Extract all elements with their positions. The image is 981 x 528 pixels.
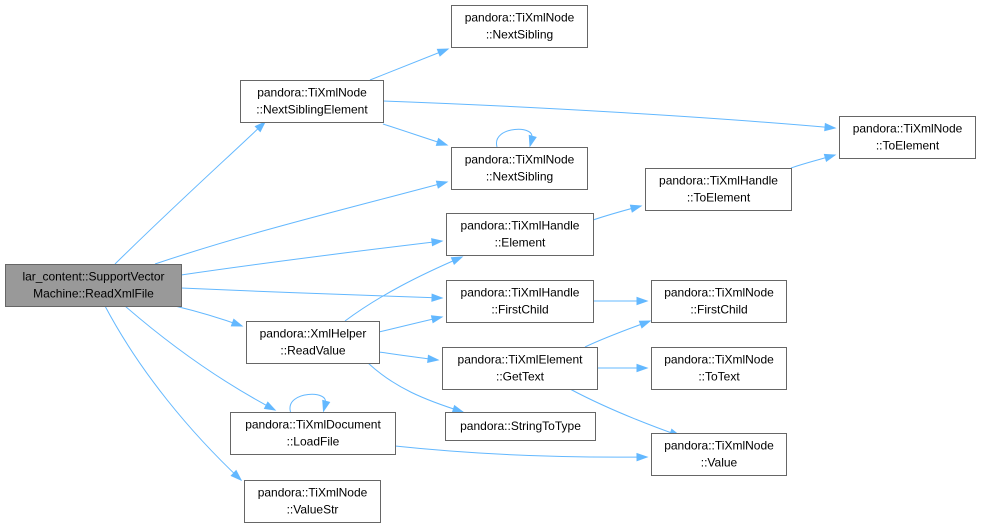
node-xmlhelper-readvalue-box xyxy=(246,321,380,364)
node-tixmlelement-gettext-label-1: pandora::TiXmlElement xyxy=(458,353,584,367)
node-tixmlnode-nextsibling-top-box xyxy=(451,5,588,48)
node-tixmlnode-value[interactable]: pandora::TiXmlNode::Value xyxy=(651,433,787,476)
node-tixmlnode-valuestr[interactable]: pandora::TiXmlNode::ValueStr xyxy=(244,480,381,523)
node-tixmlelement-gettext-label-2: ::GetText xyxy=(496,370,545,384)
edge-tixmlnode-nextsiblingelement-to-tixmlnode-nextsibling-top xyxy=(369,48,450,81)
edge-tixmlelement-gettext-to-tixmlnode-firstchild xyxy=(584,320,652,348)
node-tixmlnode-toelement-label-1: pandora::TiXmlNode xyxy=(853,122,963,136)
node-tixmlnode-toelement-box xyxy=(839,116,976,159)
node-tixmlnode-toelement-label-2: ::ToElement xyxy=(876,139,940,153)
node-tixmlnode-firstchild-label-2: ::FirstChild xyxy=(690,303,747,317)
node-tixmlnode-nextsiblingelement-box xyxy=(240,80,384,123)
node-supportvectormachine-readxmlfile-box xyxy=(5,264,182,307)
edge-xmlhelper-readvalue-to-tixmlhandle-firstchild xyxy=(378,315,444,333)
edge-tixmldocument-loadfile-to-tixmldocument-loadfile xyxy=(289,393,331,413)
node-tixmlnode-valuestr-label-2: ::ValueStr xyxy=(287,503,339,517)
edge-xmlhelper-readvalue-to-tixmlhandle-element xyxy=(344,256,464,322)
node-tixmlnode-toelement[interactable]: pandora::TiXmlNode::ToElement xyxy=(839,116,976,159)
edge-supportvectormachine-readxmlfile-to-xmlhelper-readvalue xyxy=(174,305,244,327)
node-tixmlhandle-toelement[interactable]: pandora::TiXmlHandle::ToElement xyxy=(645,168,792,211)
node-tixmlnode-valuestr-box xyxy=(244,480,381,523)
node-tixmlhandle-firstchild-label-1: pandora::TiXmlHandle xyxy=(461,286,580,300)
node-xmlhelper-readvalue-label-2: ::ReadValue xyxy=(280,344,345,358)
node-tixmlnode-firstchild-label-1: pandora::TiXmlNode xyxy=(664,286,774,300)
node-tixmlnode-nextsiblingelement[interactable]: pandora::TiXmlNode::NextSiblingElement xyxy=(240,80,384,123)
node-tixmlnode-totext[interactable]: pandora::TiXmlNode::ToText xyxy=(651,347,787,390)
node-tixmlnode-totext-label-2: ::ToText xyxy=(698,370,740,384)
node-tixmlhandle-element-label-1: pandora::TiXmlHandle xyxy=(461,219,580,233)
edge-tixmlnode-nextsibling-to-tixmlnode-nextsibling xyxy=(496,128,537,148)
node-tixmlhandle-firstchild[interactable]: pandora::TiXmlHandle::FirstChild xyxy=(446,280,594,323)
edge-tixmlhandle-firstchild-to-tixmlnode-firstchild xyxy=(592,296,649,306)
node-tixmldocument-loadfile[interactable]: pandora::TiXmlDocument::LoadFile xyxy=(230,412,396,455)
node-tixmlnode-value-label-1: pandora::TiXmlNode xyxy=(664,439,774,453)
node-stringtotype[interactable]: pandora::StringToType xyxy=(445,412,596,441)
node-tixmlnode-totext-label-1: pandora::TiXmlNode xyxy=(664,353,774,367)
node-tixmlnode-nextsibling-label-1: pandora::TiXmlNode xyxy=(465,153,575,167)
edge-supportvectormachine-readxmlfile-to-tixmlnode-valuestr xyxy=(104,305,243,482)
node-tixmlnode-nextsibling-top-label-1: pandora::TiXmlNode xyxy=(465,11,575,25)
node-tixmlnode-nextsibling-box xyxy=(451,147,588,190)
node-tixmlhandle-toelement-box xyxy=(645,168,792,211)
node-tixmlnode-firstchild-box xyxy=(651,280,787,323)
node-tixmlnode-nextsiblingelement-label-2: ::NextSiblingElement xyxy=(256,103,368,117)
node-tixmlnode-nextsiblingelement-label-1: pandora::TiXmlNode xyxy=(257,86,367,100)
node-tixmlnode-nextsibling-top-label-2: ::NextSibling xyxy=(486,28,553,42)
edge-xmlhelper-readvalue-to-tixmlelement-gettext xyxy=(378,351,440,364)
edge-supportvectormachine-readxmlfile-to-tixmlhandle-firstchild xyxy=(180,287,444,302)
node-supportvectormachine-readxmlfile-label-1: lar_content::SupportVector xyxy=(22,270,164,284)
node-tixmlhandle-element[interactable]: pandora::TiXmlHandle::Element xyxy=(446,213,594,256)
node-tixmldocument-loadfile-label-2: ::LoadFile xyxy=(287,435,340,449)
node-tixmlnode-value-label-2: ::Value xyxy=(701,456,738,470)
node-tixmldocument-loadfile-box xyxy=(230,412,396,455)
edge-supportvectormachine-readxmlfile-to-tixmlnode-nextsiblingelement xyxy=(114,120,267,265)
edge-tixmlhandle-toelement-to-tixmlnode-toelement xyxy=(790,153,837,169)
edge-supportvectormachine-readxmlfile-to-tixmlhandle-element xyxy=(180,238,444,276)
node-tixmlnode-firstchild[interactable]: pandora::TiXmlNode::FirstChild xyxy=(651,280,787,323)
node-xmlhelper-readvalue-label-1: pandora::XmlHelper xyxy=(260,327,367,341)
node-tixmlnode-nextsibling-label-2: ::NextSibling xyxy=(486,170,553,184)
node-stringtotype-label-1: pandora::StringToType xyxy=(460,419,581,433)
node-tixmlelement-gettext-box xyxy=(442,347,598,390)
node-tixmlhandle-firstchild-label-2: ::FirstChild xyxy=(491,303,548,317)
node-tixmlhandle-toelement-label-1: pandora::TiXmlHandle xyxy=(659,174,778,188)
edge-tixmlhandle-element-to-tixmlhandle-toelement xyxy=(592,204,643,221)
edges-layer xyxy=(104,48,837,482)
node-supportvectormachine-readxmlfile-label-2: Machine::ReadXmlFile xyxy=(33,287,154,301)
edge-supportvectormachine-readxmlfile-to-tixmldocument-loadfile xyxy=(124,305,277,411)
node-supportvectormachine-readxmlfile[interactable]: lar_content::SupportVectorMachine::ReadX… xyxy=(5,264,182,307)
node-xmlhelper-readvalue[interactable]: pandora::XmlHelper::ReadValue xyxy=(246,321,380,364)
edge-tixmlelement-gettext-to-tixmlnode-totext xyxy=(597,363,649,373)
node-tixmlelement-gettext[interactable]: pandora::TiXmlElement::GetText xyxy=(442,347,598,390)
node-tixmlhandle-toelement-label-2: ::ToElement xyxy=(687,191,751,205)
edge-tixmlnode-nextsiblingelement-to-tixmlnode-toelement xyxy=(382,100,837,132)
node-tixmlhandle-firstchild-box xyxy=(446,280,594,323)
node-tixmlnode-totext-box xyxy=(651,347,787,390)
node-stringtotype-box xyxy=(445,412,596,441)
edge-tixmlnode-nextsiblingelement-to-tixmlnode-nextsibling xyxy=(382,123,449,146)
node-tixmlnode-valuestr-label-1: pandora::TiXmlNode xyxy=(258,486,368,500)
node-tixmldocument-loadfile-label-1: pandora::TiXmlDocument xyxy=(245,418,381,432)
node-tixmlnode-nextsibling[interactable]: pandora::TiXmlNode::NextSibling xyxy=(451,147,588,190)
node-tixmlhandle-element-label-2: ::Element xyxy=(495,236,546,250)
node-tixmlnode-value-box xyxy=(651,433,787,476)
edge-supportvectormachine-readxmlfile-to-tixmlnode-nextsibling xyxy=(154,180,449,265)
edge-tixmldocument-loadfile-to-tixmlnode-value xyxy=(394,445,649,462)
node-tixmlhandle-element-box xyxy=(446,213,594,256)
node-tixmlnode-nextsibling-top[interactable]: pandora::TiXmlNode::NextSibling xyxy=(451,5,588,48)
nodes-layer: lar_content::SupportVectorMachine::ReadX… xyxy=(5,5,976,523)
